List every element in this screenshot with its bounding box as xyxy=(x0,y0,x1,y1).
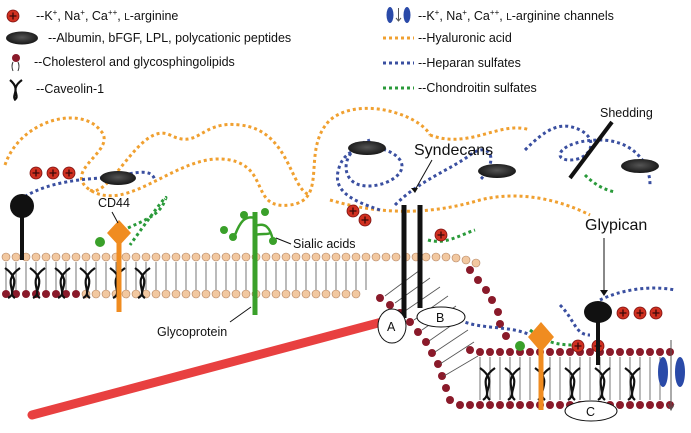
marker-a: A xyxy=(377,308,407,344)
glycoprotein-pointer xyxy=(229,306,252,323)
hyaluronic-strands xyxy=(3,106,591,217)
ion-channel xyxy=(658,340,685,412)
albumin-icon xyxy=(6,31,38,45)
syndecans-label: Syndecans xyxy=(414,142,493,159)
marker-b: B xyxy=(416,306,466,328)
glycoprotein-label: Glycoprotein xyxy=(157,325,227,339)
albumin-discs xyxy=(100,141,659,185)
red-bar xyxy=(27,317,387,420)
shedding-label: Shedding xyxy=(600,106,653,120)
legend: --K+, Na+, Ca++, L-arginine --Albumin, b… xyxy=(6,7,614,101)
cd44-receptor-lower xyxy=(515,322,554,410)
legend-caveolin: --Caveolin-1 xyxy=(36,82,104,96)
shedding-cut xyxy=(568,120,614,180)
chondroitin-chains xyxy=(127,173,616,347)
legend-ions: --K+, Na+, Ca++, L-arginine xyxy=(36,8,178,23)
legend-chondroitin: --Chondroitin sulfates xyxy=(418,81,537,95)
marker-b-label: B xyxy=(436,311,444,325)
cholesterol-icon xyxy=(11,54,20,72)
caveolin-icon xyxy=(9,79,23,101)
sialic-label: Sialic acids xyxy=(293,237,356,251)
legend-hyaluronic: --Hyaluronic acid xyxy=(418,31,512,45)
ion-icon xyxy=(6,9,20,23)
cd44-receptor xyxy=(95,220,131,312)
glypican xyxy=(584,301,612,365)
membrane-anchor-left xyxy=(10,194,34,260)
syndecans-pointer xyxy=(414,159,433,191)
heparan-chains xyxy=(19,124,676,337)
cd44-label: CD44 xyxy=(98,196,130,210)
marker-a-label: A xyxy=(387,320,396,334)
glypican-label: Glypican xyxy=(585,217,647,234)
legend-heparan: --Heparan sulfates xyxy=(418,56,521,70)
legend-channels: --K+, Na+, Ca++, L-arginine channels xyxy=(418,8,614,23)
glycoprotein xyxy=(220,208,277,315)
cd44-pointer xyxy=(111,211,119,224)
marker-c: C xyxy=(564,400,618,422)
sialic-pointer xyxy=(275,237,292,245)
legend-albumin: --Albumin, bFGF, LPL, polycationic pepti… xyxy=(48,31,291,45)
legend-lipids: --Cholesterol and glycosphingolipids xyxy=(34,55,235,69)
caveolin-cluster-right xyxy=(479,367,641,401)
caveolin-cluster-left xyxy=(4,267,151,299)
syndecan xyxy=(401,205,423,318)
marker-c-label: C xyxy=(586,405,595,419)
channel-icon xyxy=(386,7,411,23)
